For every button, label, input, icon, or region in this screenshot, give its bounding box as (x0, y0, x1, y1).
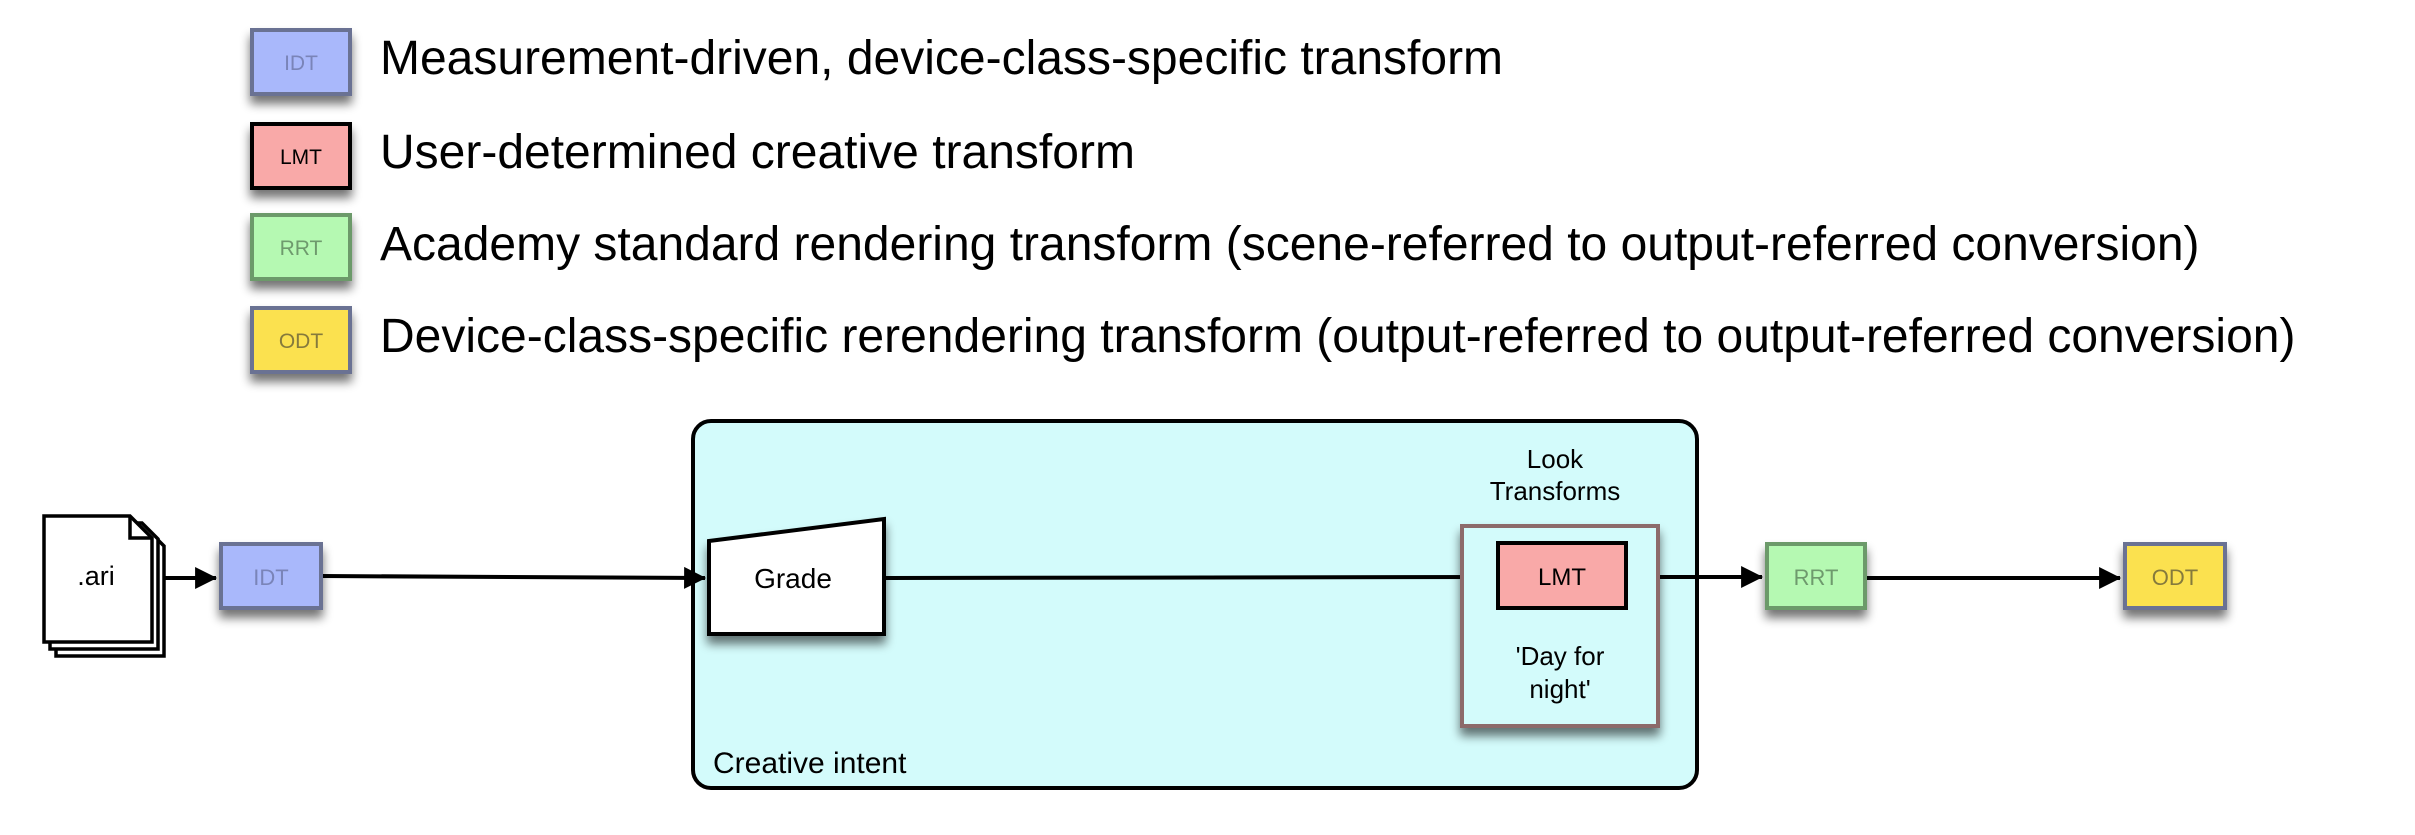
grade-box (707, 516, 886, 636)
legend-lmt-box (250, 122, 352, 190)
legend-item-idt: IDT Measurement-driven, device-class-spe… (250, 28, 1503, 96)
pipeline-rrt-label: RRT (1794, 565, 1839, 590)
pipeline-lmt-box (1496, 541, 1628, 610)
pipeline-idt-label: IDT (253, 565, 288, 590)
legend-rrt-description: Academy standard rendering transform (sc… (380, 218, 2200, 271)
lmt-caption-line1: 'Day for (1516, 641, 1605, 671)
ari-file-label: .ari (77, 561, 115, 591)
creative-intent-label: Creative intent (713, 747, 907, 780)
creative-intent-region (691, 419, 1699, 790)
pipeline: Creative intent .ari IDT Grade Look Tran… (42, 419, 2227, 790)
pipeline-idt-box (219, 542, 323, 610)
look-transforms-title-line1: Look (1527, 444, 1584, 474)
legend: IDT Measurement-driven, device-class-spe… (250, 28, 2295, 374)
legend-odt-box (250, 306, 352, 374)
legend-lmt-description: User-determined creative transform (380, 126, 1135, 179)
legend-odt-box-label: ODT (279, 330, 324, 353)
legend-rrt-box-label: RRT (280, 237, 323, 260)
legend-odt-description: Device-class-specific rerendering transf… (380, 310, 2295, 363)
legend-lmt-box-label: LMT (280, 146, 322, 169)
arrow-grade-to-lmt (883, 566, 1496, 589)
legend-item-lmt: LMT User-determined creative transform (250, 122, 1135, 190)
legend-item-odt: ODT Device-class-specific rerendering tr… (250, 306, 2295, 374)
legend-item-rrt: RRT Academy standard rendering transform… (250, 213, 2200, 281)
grade-label: Grade (754, 563, 832, 594)
pipeline-rrt-box (1765, 542, 1867, 610)
ari-file-icon (42, 514, 166, 658)
pipeline-odt-label: ODT (2152, 565, 2198, 590)
pipeline-odt-box (2123, 542, 2227, 610)
legend-idt-description: Measurement-driven, device-class-specifi… (380, 32, 1503, 85)
pipeline-lmt-label: LMT (1538, 564, 1586, 591)
lmt-caption-line2: night' (1529, 674, 1590, 704)
legend-idt-box-label: IDT (284, 52, 318, 75)
legend-idt-box (250, 28, 352, 96)
arrow-idt-to-grade (320, 566, 707, 589)
legend-rrt-box (250, 213, 352, 281)
look-transforms-title-line2: Transforms (1490, 476, 1621, 506)
